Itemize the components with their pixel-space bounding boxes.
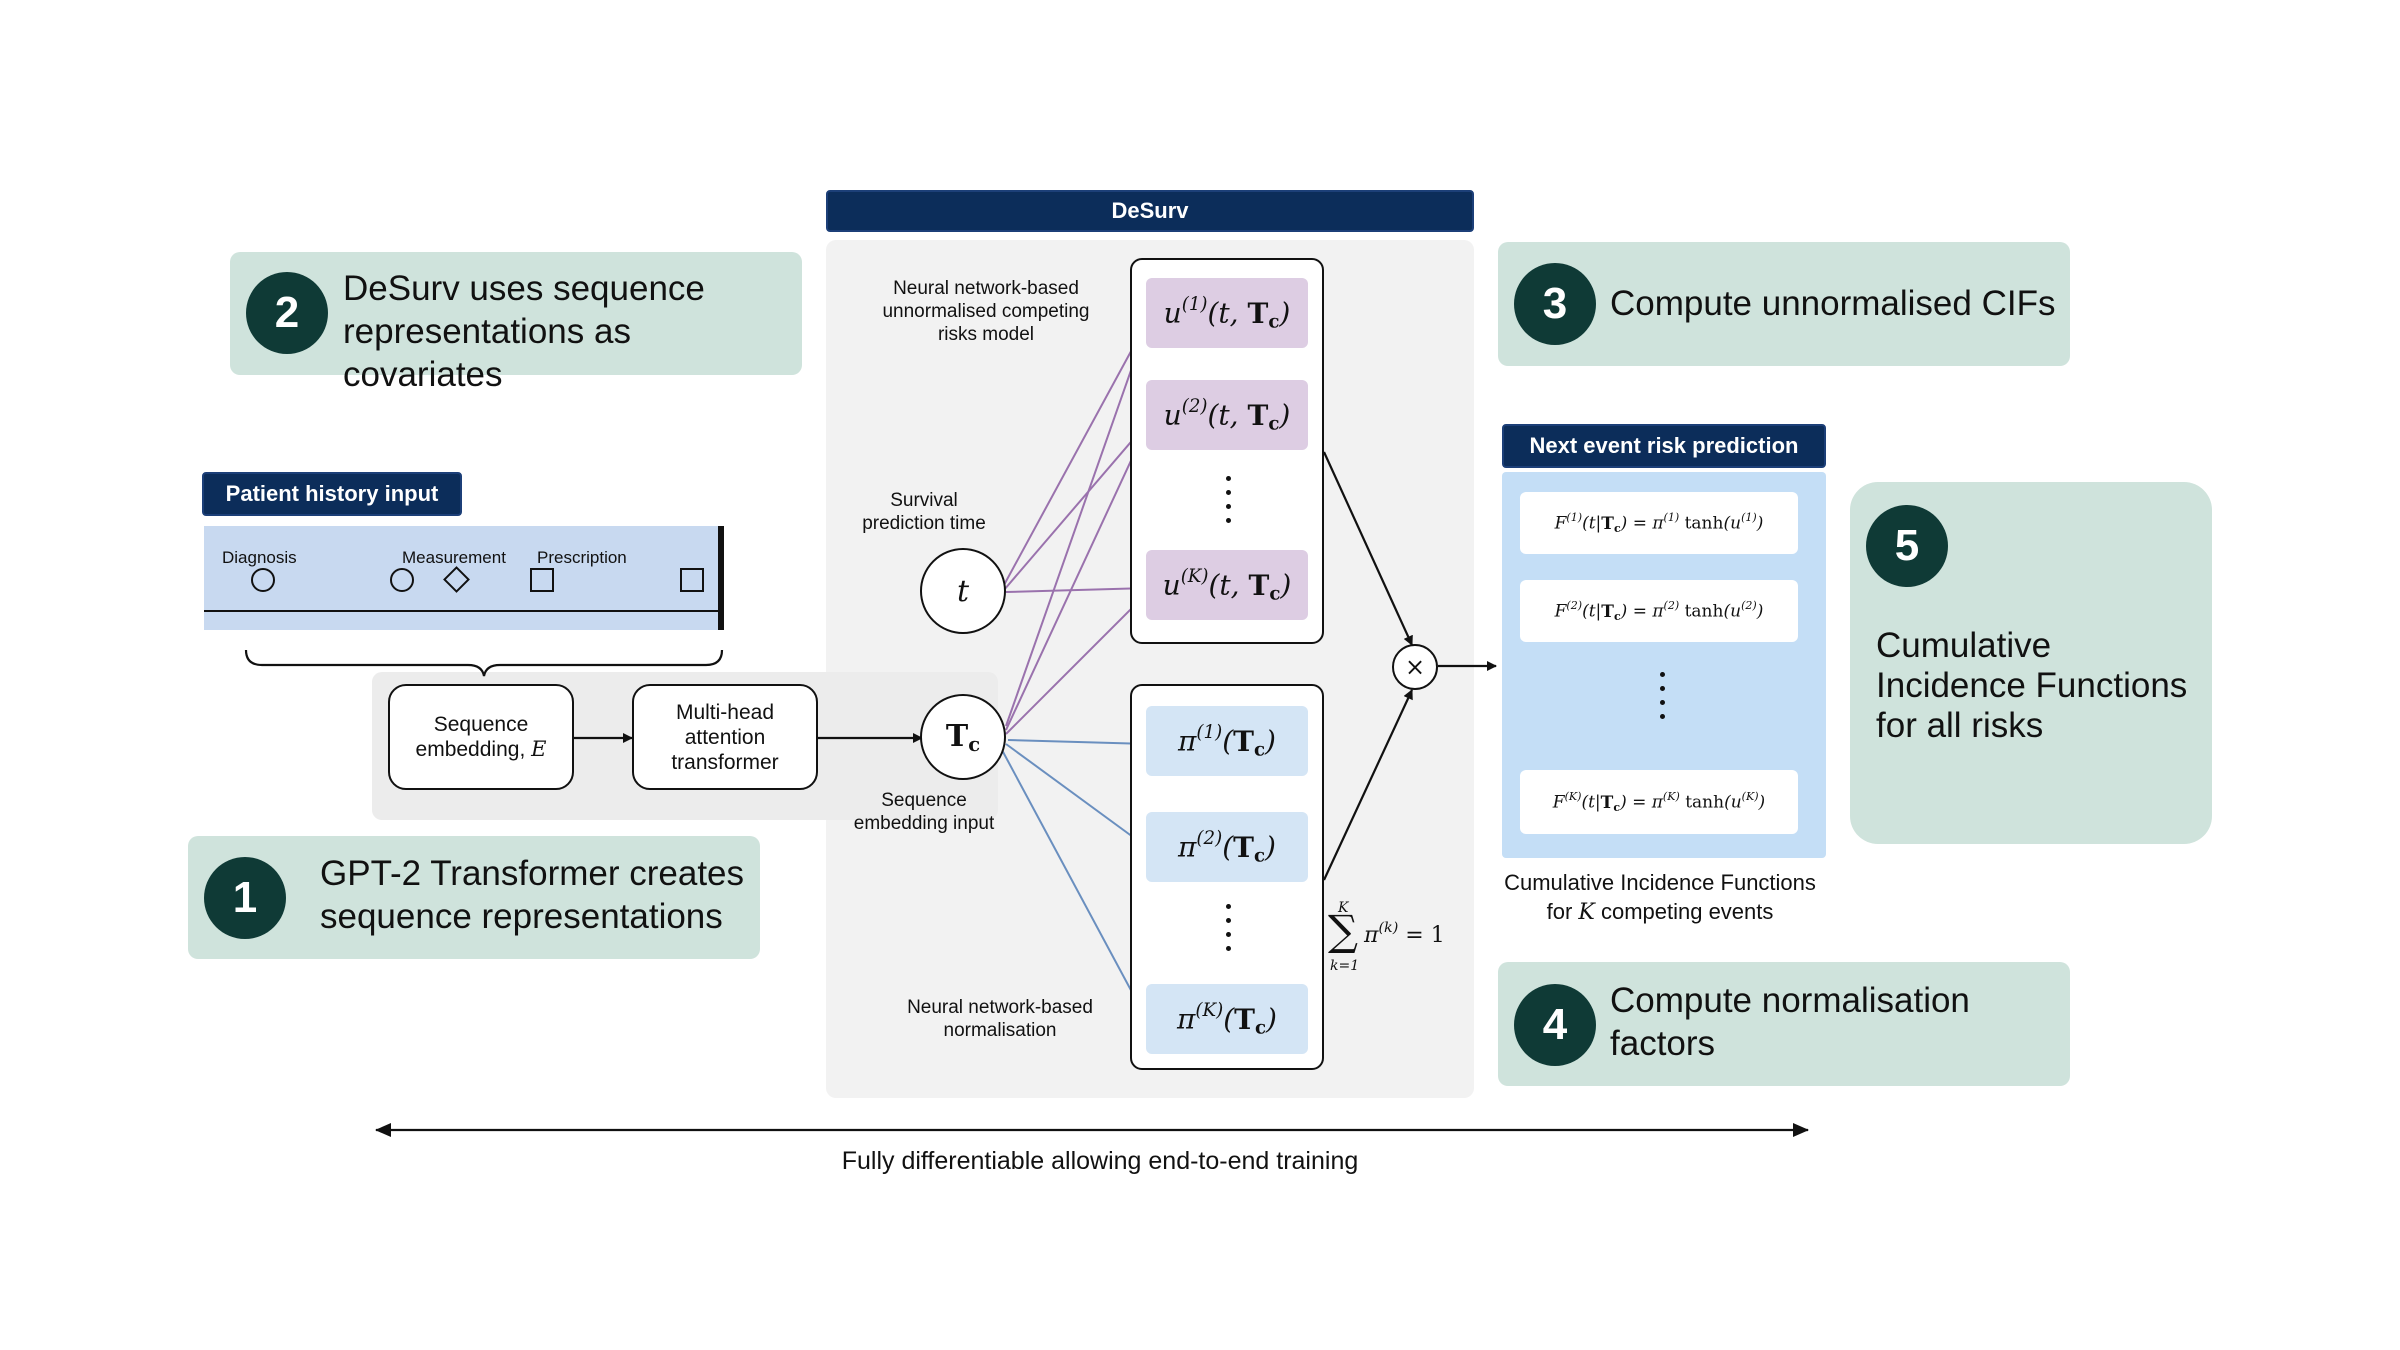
step-2-number: 2: [246, 272, 328, 354]
sum-top: K: [1338, 900, 1349, 916]
pi-formula-1: π(1)(Tc): [1146, 706, 1308, 776]
nn-competing-label: Neural network-based unnormalised compet…: [882, 278, 1090, 345]
tc-node-symbol: T: [945, 718, 969, 754]
pi-formula-2: π(2)(Tc): [1146, 812, 1308, 882]
sum-body: π(k) = 1: [1364, 920, 1445, 948]
sequence-embedding-node: Sequence embedding, E: [388, 684, 574, 790]
patient-history-timeline: [204, 610, 720, 612]
step-4-text: Compute normalisation factors: [1610, 981, 1970, 1063]
u-formula-1: u(1)(t, Tc): [1146, 278, 1308, 348]
pi-formula-k: π(K)(Tc): [1146, 984, 1308, 1054]
cif-caption-line-2: for K competing events: [1546, 899, 1774, 925]
diagnosis-label: Diagnosis: [222, 548, 297, 567]
bottom-arrow-label: Fully differentiable allowing end-to-end…: [841, 1147, 1359, 1175]
measurement-circle-icon: [390, 568, 414, 592]
step-1-number: 1: [204, 857, 286, 939]
cif-caption-k-symbol: K: [1578, 900, 1595, 925]
multi-head-attention-node: Multi-head attention transformer: [632, 684, 818, 790]
tc-node-sub: c: [968, 732, 981, 756]
pi-vdots: [1224, 904, 1234, 960]
t-node-symbol: t: [956, 573, 970, 609]
step-1-text: GPT-2 Transformer creates sequence repre…: [320, 854, 745, 936]
sequence-embedding-symbol: E: [531, 737, 547, 761]
tc-node: Tc: [920, 694, 1006, 780]
u-vdots: [1224, 476, 1234, 532]
step-3-text: Compute unnormalised CIFs: [1610, 284, 2056, 323]
cif-formula-k: F(K)(t|Tc) = π(K) tanh(u(K)): [1520, 770, 1798, 834]
survival-time-label: Survival prediction time: [862, 490, 986, 534]
patient-history-strip: [204, 526, 720, 630]
patient-history-header: Patient history input: [202, 472, 462, 516]
nn-normalisation-label: Neural network-based normalisation: [907, 997, 1093, 1041]
cif-formula-1: F(1)(t|Tc) = π(1) tanh(u(1)): [1520, 492, 1798, 554]
desurv-header: DeSurv: [826, 190, 1474, 232]
sequence-embedding-label: Sequence embedding,: [415, 713, 532, 761]
prescription-square-icon: [530, 568, 554, 592]
step-5-number: 5: [1866, 505, 1948, 587]
measurement-label: Measurement: [402, 548, 506, 567]
diagnosis-circle-icon: [251, 568, 275, 592]
cif-vdots: [1658, 672, 1668, 728]
next-event-header: Next event risk prediction: [1502, 424, 1826, 468]
multiply-node: ×: [1392, 644, 1438, 690]
sum-sigma: ∑: [1328, 906, 1358, 955]
sequence-embedding-input-label: Sequence embedding input: [853, 790, 995, 834]
step-2-text: DeSurv uses sequence representations as …: [343, 269, 705, 394]
sum-bottom: k=1: [1330, 958, 1360, 974]
u-formula-k: u(K)(t, Tc): [1146, 550, 1308, 620]
step-5-text: Cumulative Incidence Functions for all r…: [1876, 626, 2188, 745]
t-node: t: [920, 548, 1006, 634]
step-4-number: 4: [1514, 984, 1596, 1066]
cif-caption-line-1: Cumulative Incidence Functions: [1504, 870, 1816, 895]
prescription-square-icon-2: [680, 568, 704, 592]
step-3-number: 3: [1514, 263, 1596, 345]
multiply-symbol: ×: [1404, 653, 1426, 681]
u-formula-2: u(2)(t, Tc): [1146, 380, 1308, 450]
sum-constraint: K ∑ k=1 π(k) = 1: [1326, 900, 1466, 980]
cif-formula-2: F(2)(t|Tc) = π(2) tanh(u(2)): [1520, 580, 1798, 642]
patient-history-endbar: [718, 526, 724, 630]
prescription-label: Prescription: [537, 548, 627, 567]
